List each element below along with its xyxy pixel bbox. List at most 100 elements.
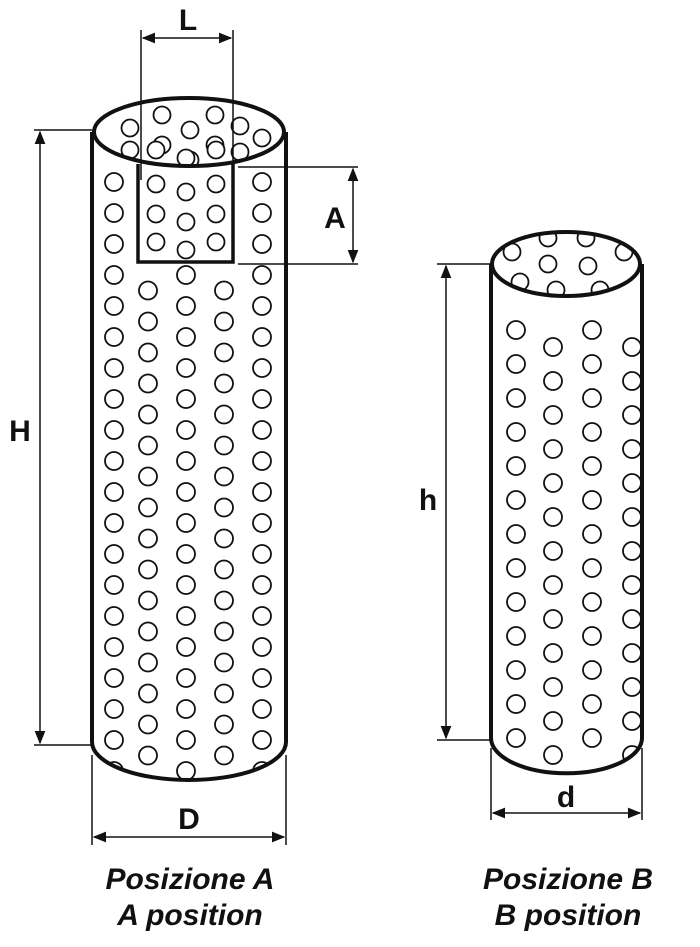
perforation-hole (180, 120, 200, 140)
dimension-label-d-lower: d (557, 781, 575, 814)
perforation-hole (176, 451, 196, 471)
perforation-hole (104, 730, 124, 750)
perforation-hole (214, 497, 234, 518)
perforation-hole (104, 606, 124, 626)
perforation-hole (622, 575, 642, 595)
perforation-hole (538, 254, 558, 274)
cylinder-b-rim (490, 230, 642, 298)
perforation-hole (176, 240, 196, 260)
perforation-hole (622, 473, 642, 493)
perforation-hole (206, 204, 226, 224)
perforation-hole (506, 456, 526, 476)
perforation-hole (252, 265, 272, 285)
perforation-hole (543, 541, 563, 561)
perforation-hole (506, 728, 526, 748)
dimension-l: L (140, 4, 234, 180)
perforation-hole (622, 711, 642, 731)
perforation-hole (138, 373, 158, 394)
perforation-hole (138, 714, 158, 735)
perforation-hole (543, 575, 563, 595)
perforation-hole (176, 606, 196, 626)
perforation-hole (206, 140, 226, 160)
dimension-a: A (238, 166, 359, 265)
perforation-hole (104, 451, 124, 471)
perforation-hole (152, 105, 172, 125)
perforation-hole (176, 575, 196, 595)
dimension-label-a: A (324, 202, 346, 235)
perforation-hole (104, 482, 124, 502)
perforation-hole (543, 371, 563, 391)
perforation-hole (506, 388, 526, 408)
perforation-hole (622, 405, 642, 425)
perforation-hole (252, 606, 272, 626)
dimension-label-l: L (179, 4, 197, 37)
perforation-hole (104, 544, 124, 564)
perforation-hole (104, 575, 124, 595)
perforation-hole (138, 528, 158, 549)
perforation-hole (214, 528, 234, 549)
perforation-hole (138, 652, 158, 673)
perforation-hole (622, 337, 642, 357)
perforation-hole (214, 559, 234, 580)
perforation-hole (214, 342, 234, 363)
perforation-hole (214, 435, 234, 456)
dimension-h-lower: h (412, 263, 491, 741)
perforation-hole (543, 643, 563, 663)
perforation-hole (206, 232, 226, 252)
perforation-hole (543, 711, 563, 731)
perforation-hole (176, 389, 196, 409)
perforation-hole (205, 105, 225, 125)
perforation-hole (214, 311, 234, 332)
perforation-hole (214, 590, 234, 611)
perforation-hole (252, 575, 272, 595)
perforation-hole (252, 203, 272, 223)
perforation-hole (176, 761, 196, 780)
perforation-hole (138, 435, 158, 456)
perforation-hole (506, 558, 526, 578)
perforation-hole (543, 473, 563, 493)
perforation-hole (506, 422, 526, 442)
perforation-hole (506, 626, 526, 646)
perforation-hole (506, 354, 526, 374)
dimension-label-d-upper: D (178, 803, 200, 836)
perforation-hole (214, 683, 234, 704)
perforation-hole (543, 677, 563, 697)
perforation-hole (622, 371, 642, 391)
dimension-label-h-lower: h (419, 484, 437, 517)
perforation-hole (104, 203, 124, 223)
perforation-hole (252, 451, 272, 471)
perforation-hole (252, 420, 272, 440)
cylinder-b-outline (489, 230, 644, 776)
perforation-hole (138, 466, 158, 487)
perforation-hole (252, 482, 272, 502)
perforation-hole (138, 745, 158, 766)
perforation-hole (582, 456, 602, 476)
perforation-hole (176, 637, 196, 657)
perforation-hole (252, 128, 272, 148)
notch-holes-a (146, 140, 226, 260)
perforation-hole (252, 699, 272, 719)
perforation-hole (582, 490, 602, 510)
perforation-holes-b (506, 320, 642, 765)
perforation-hole (252, 172, 272, 192)
cylinder-a-notch-outline (136, 164, 235, 264)
perforation-hole (506, 320, 526, 340)
perforation-hole (622, 541, 642, 561)
perforation-hole (214, 466, 234, 487)
perforation-hole (582, 660, 602, 680)
perforation-hole (176, 420, 196, 440)
perforation-hole (252, 668, 272, 688)
perforation-hole (214, 280, 234, 301)
perforation-hole (214, 652, 234, 673)
perforation-holes-a (104, 172, 272, 780)
perforation-hole (506, 490, 526, 510)
perforation-hole (582, 558, 602, 578)
perforation-hole (206, 174, 226, 194)
perforation-hole (622, 439, 642, 459)
perforation-hole (543, 405, 563, 425)
cylinder-a-bottom-edge (90, 741, 288, 782)
perforation-hole (104, 420, 124, 440)
perforation-hole (582, 524, 602, 544)
perforation-hole (176, 482, 196, 502)
